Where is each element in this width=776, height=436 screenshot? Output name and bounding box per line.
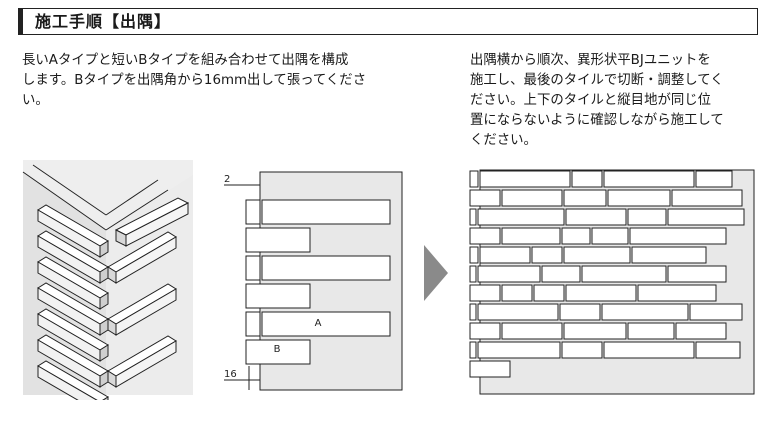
wall-tile: [667, 265, 727, 283]
instruction-text-right: 出隅横から順次、異形状平BJユニットを 施工し、最後のタイルで切断・調整してく …: [470, 53, 724, 148]
completed-wall-diagram: [469, 169, 755, 395]
iso-tile-row: [37, 360, 109, 400]
section-title: 施工手順【出隅】: [35, 12, 172, 31]
wall-tile: [477, 265, 541, 283]
iso-tile-row: [37, 334, 177, 388]
wall-tile: [477, 341, 561, 359]
wall-tile: [559, 303, 601, 321]
wall-tile: [501, 189, 563, 207]
wall-tile: [563, 246, 631, 264]
wall-tile-rows: [469, 170, 745, 378]
wall-tile: [591, 227, 629, 245]
iso-tile-row: [37, 230, 177, 284]
wall-tile: [501, 322, 563, 340]
wall-tile: [627, 322, 675, 340]
wall-tile: [695, 170, 733, 188]
wall-tile: [675, 322, 727, 340]
wall-tile: [581, 265, 667, 283]
wall-tile: [667, 208, 745, 226]
wall-tile: [629, 227, 727, 245]
wall-tile: [671, 189, 743, 207]
wall-tile: [531, 246, 563, 264]
wall-tile: [565, 284, 637, 302]
tile-b: [245, 339, 311, 365]
corner-tile-edge: [245, 311, 261, 337]
wall-tile: [469, 265, 477, 283]
wall-tile: [563, 189, 607, 207]
dimension-label-top: 2: [224, 174, 230, 185]
wall-tile: [477, 208, 565, 226]
iso-tile-row: [37, 256, 109, 310]
iso-tile-row: [37, 204, 109, 258]
wall-tile: [601, 303, 689, 321]
section-header: 施工手順【出隅】: [18, 8, 758, 35]
wall-tile: [627, 208, 667, 226]
corner-tile-edge: [245, 255, 261, 281]
wall-tile: [607, 189, 671, 207]
elevation-tile-rows: [245, 199, 391, 365]
tile-elevation-diagram: 2 16 A B: [224, 171, 403, 391]
wall-tile: [477, 303, 559, 321]
wall-tile: [479, 246, 531, 264]
wall-tile: [469, 284, 501, 302]
isometric-tile-stack: [37, 204, 177, 400]
wall-tile: [479, 170, 571, 188]
wall-tile: [469, 341, 477, 359]
tile-b: [245, 283, 311, 309]
wall-tile: [533, 284, 565, 302]
tile-b-label: B: [274, 344, 281, 355]
step-arrow: [424, 245, 448, 301]
wall-tile: [501, 284, 533, 302]
corner-isometric-illustration: [22, 160, 193, 400]
wall-tile: [689, 303, 743, 321]
wall-tile: [501, 227, 561, 245]
wall-tile: [469, 170, 479, 188]
final-cut-tile: [469, 360, 511, 378]
wall-tile: [561, 341, 603, 359]
wall-tile: [469, 303, 477, 321]
wall-tile: [469, 208, 477, 226]
wall-tile: [469, 227, 501, 245]
iso-tile-row: [37, 308, 109, 362]
dimension-label-bottom: 16: [224, 369, 237, 380]
wall-tile: [563, 322, 627, 340]
corner-tile-edge: [245, 199, 261, 225]
wall-tile: [469, 322, 501, 340]
tile-a-label: A: [315, 318, 322, 329]
wall-tile: [469, 246, 479, 264]
wall-tile: [695, 341, 741, 359]
wall-tile: [469, 189, 501, 207]
wall-tile: [603, 341, 695, 359]
wall-tile: [565, 208, 627, 226]
wall-tile: [561, 227, 591, 245]
wall-tile: [637, 284, 717, 302]
iso-tile-row: [37, 282, 177, 336]
instruction-text-left: 長いAタイプと短いBタイプを組み合わせて出隅を構成 します。Bタイプを出隅角から…: [22, 53, 367, 108]
wall-tile: [541, 265, 581, 283]
tile-a: [261, 311, 391, 337]
tile-b: [245, 227, 311, 253]
tile-a: [261, 255, 391, 281]
wall-tile: [603, 170, 695, 188]
wall-tile: [631, 246, 707, 264]
loose-tile-piece: [114, 197, 190, 247]
tile-a: [261, 199, 391, 225]
wall-tile: [571, 170, 603, 188]
